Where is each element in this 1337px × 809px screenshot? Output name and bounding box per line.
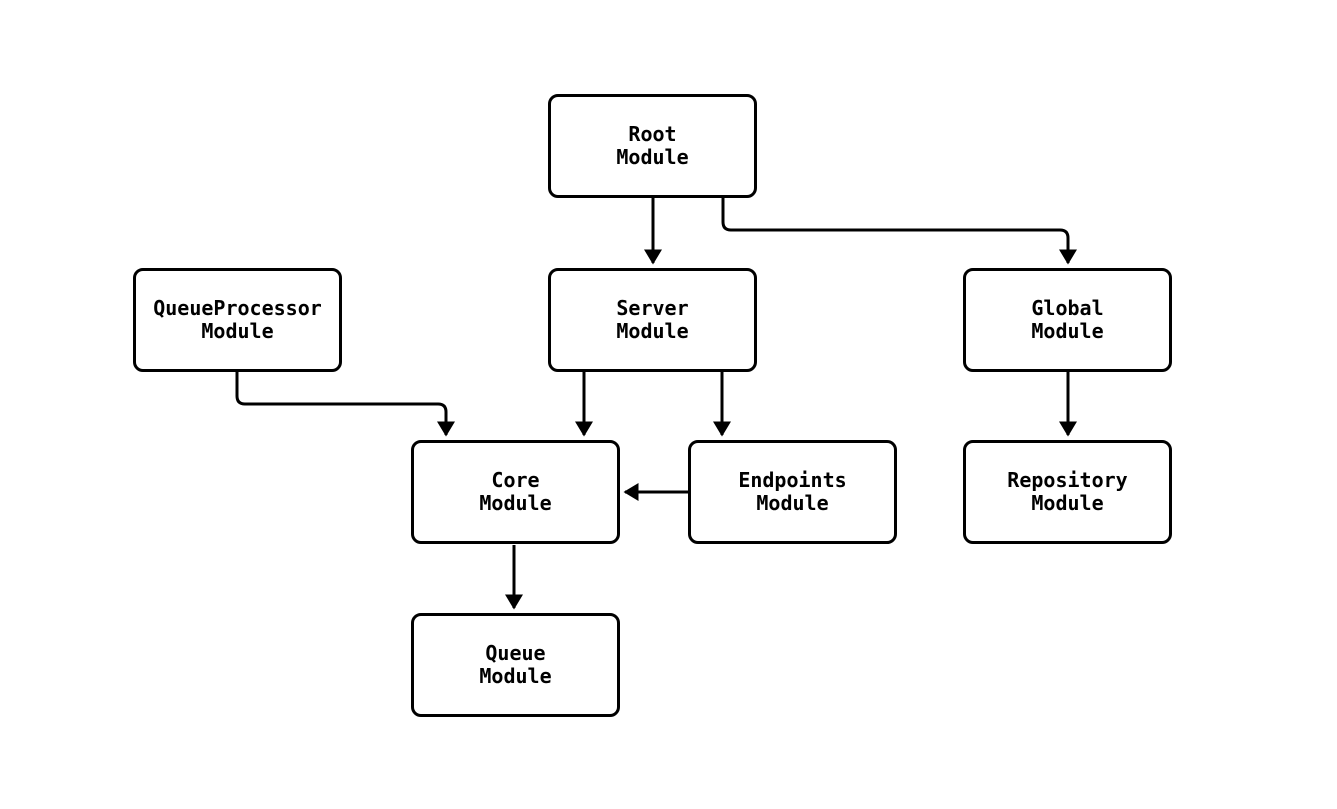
node-queueprocessor-module: QueueProcessor Module — [133, 268, 342, 372]
node-label-line2: Module — [1031, 491, 1104, 515]
node-server-module: Server Module — [548, 268, 757, 372]
node-label-line1: Root — [628, 122, 677, 146]
node-label-line2: Module — [616, 319, 689, 343]
node-label-line1: Queue — [485, 641, 546, 665]
node-label-line1: Core — [491, 468, 540, 492]
node-label-line2: Module — [756, 491, 829, 515]
node-repository-module: Repository Module — [963, 440, 1172, 544]
node-label-line2: Module — [479, 664, 552, 688]
node-label-line2: Module — [479, 491, 552, 515]
node-global-module: Global Module — [963, 268, 1172, 372]
node-label-line2: Module — [201, 319, 274, 343]
node-label-line1: Repository — [1007, 468, 1128, 492]
node-queue-module: Queue Module — [411, 613, 620, 717]
edge-root-to-global — [721, 198, 1077, 265]
node-label-line2: Module — [1031, 319, 1104, 343]
node-root-module: Root Module — [548, 94, 757, 198]
node-label-line2: Module — [616, 145, 689, 169]
edge-queueprocessor-to-core — [235, 372, 455, 437]
node-label-line1: Global — [1031, 296, 1104, 320]
node-core-module: Core Module — [411, 440, 620, 544]
node-label-line1: QueueProcessor — [153, 296, 322, 320]
node-label-line1: Endpoints — [738, 468, 847, 492]
node-label-line1: Server — [616, 296, 689, 320]
node-endpoints-module: Endpoints Module — [688, 440, 897, 544]
